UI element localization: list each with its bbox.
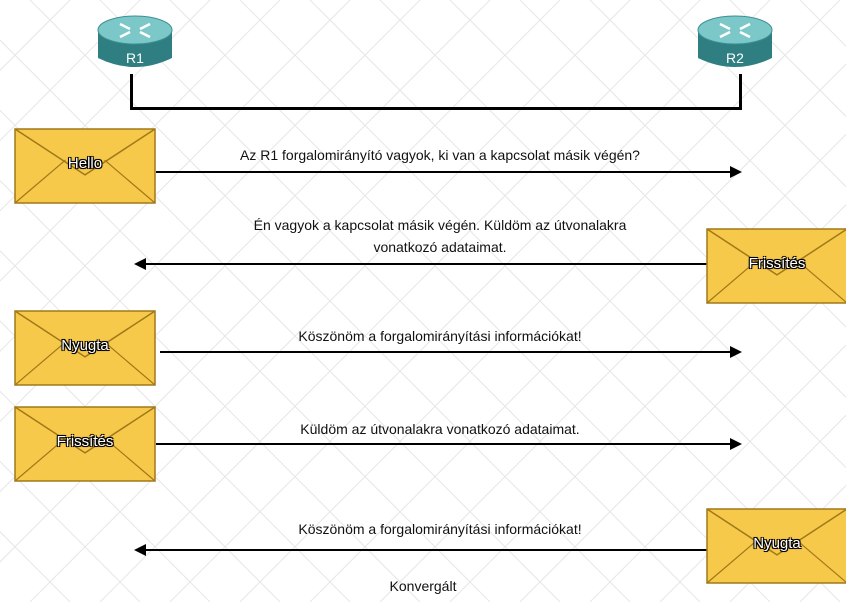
message-text-line1: Én vagyok a kapcsolat másik végén. Küldö… [253, 217, 627, 233]
arrowhead [134, 544, 146, 556]
message-text: Küldöm az útvonalakra vonatkozó adataima… [300, 421, 580, 437]
router-label: R1 [126, 50, 144, 66]
envelope-hello: Hello [14, 128, 156, 204]
message-text: Köszönöm a forgalomirányítási információ… [298, 328, 582, 344]
footer-status: Konvergált [389, 578, 457, 594]
envelope-icon [14, 128, 156, 204]
link-right-drop [739, 74, 742, 110]
envelope-label: Frissítés [56, 433, 114, 450]
envelope-frissites: Frissítés [706, 228, 846, 304]
router-r1: R1 [94, 8, 176, 74]
arrow-left [134, 544, 708, 556]
arrow-right [160, 346, 742, 358]
link-horizontal [130, 107, 742, 110]
envelope-label: Nyugta [753, 535, 801, 552]
router-label: R2 [726, 50, 744, 66]
router-r2: R2 [694, 8, 776, 74]
arrow-right [156, 166, 742, 178]
router-icon [97, 15, 173, 67]
envelope-label: Nyugta [61, 337, 109, 354]
envelope-label: Frissítés [748, 255, 806, 272]
envelope-icon [14, 406, 156, 482]
envelope-nyugta: Nyugta [14, 310, 156, 386]
arrowhead [730, 166, 742, 178]
router-icon [697, 15, 773, 67]
link-left-drop [130, 74, 133, 110]
arrowhead [730, 346, 742, 358]
envelope-icon [706, 508, 846, 584]
arrow-left [134, 258, 708, 270]
envelope-nyugta: Nyugta [706, 508, 846, 584]
message-text: Az R1 forgalomirányító vagyok, ki van a … [240, 147, 640, 163]
arrowhead [730, 438, 742, 450]
message-text: Köszönöm a forgalomirányítási információ… [298, 521, 582, 537]
envelope-frissites: Frissítés [14, 406, 156, 482]
arrow-right [156, 438, 742, 450]
message-text-line2: vonatkozó adataimat. [373, 239, 507, 255]
arrowhead [134, 258, 146, 270]
envelope-icon [14, 310, 156, 386]
envelope-label: Hello [67, 155, 103, 172]
envelope-icon [706, 228, 846, 304]
